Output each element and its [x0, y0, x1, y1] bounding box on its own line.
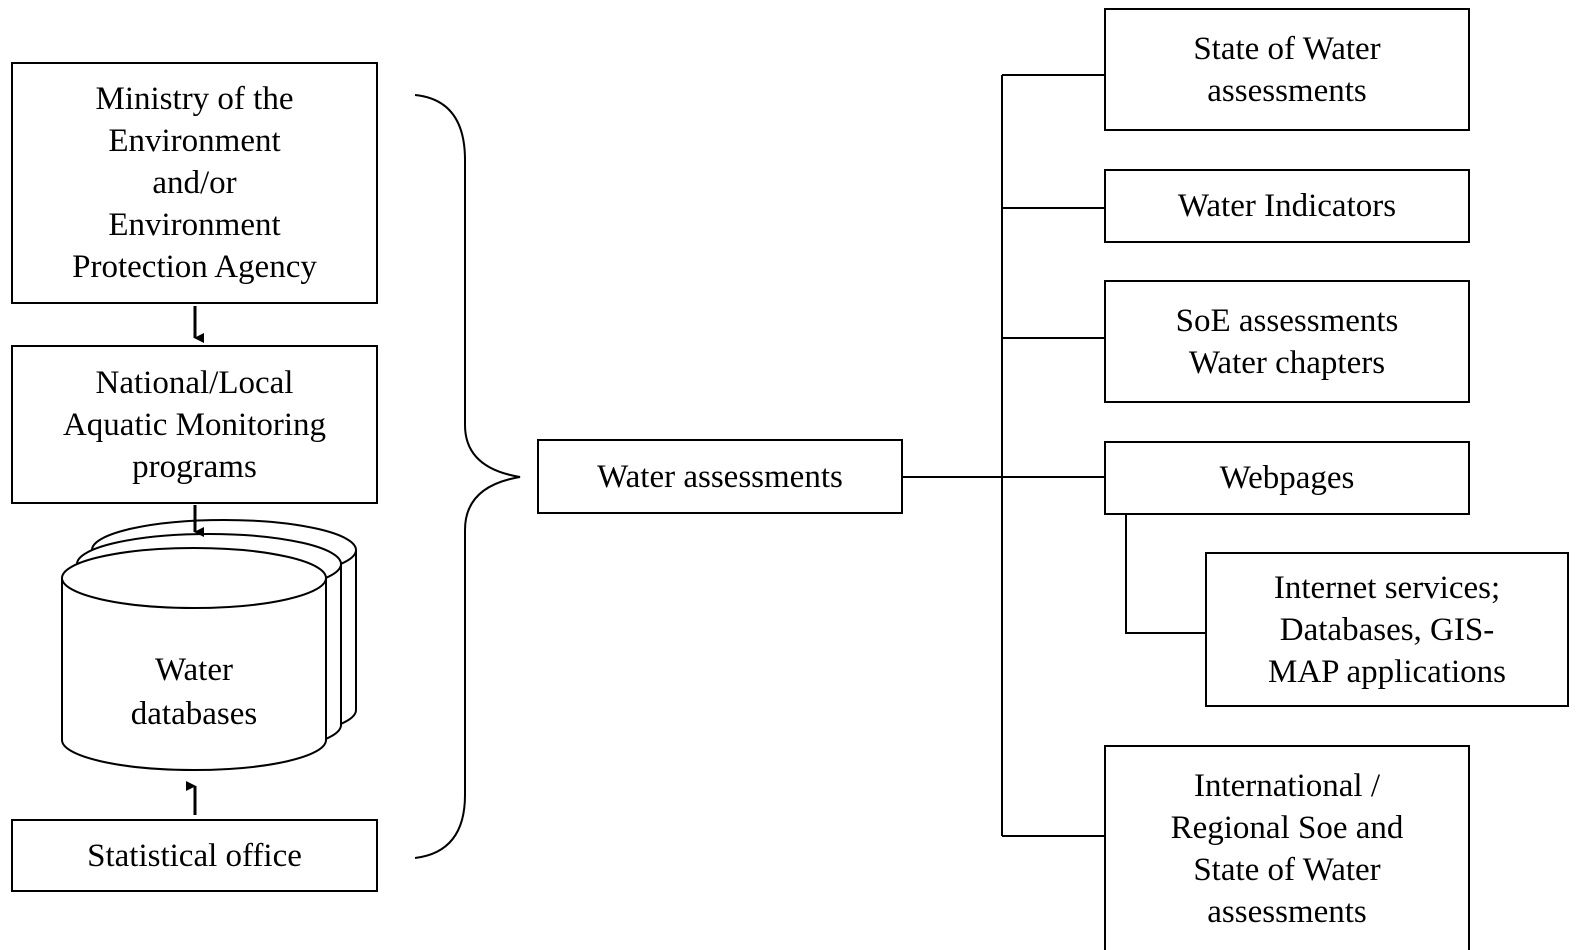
webpages-label: Webpages — [1219, 460, 1355, 496]
ministry-line-2: Environment — [108, 123, 281, 159]
monitoring-line-2: Aquatic Monitoring — [62, 406, 327, 443]
soe-assessments-box: SoE assessments Water chapters — [1104, 280, 1470, 403]
international-line-4: assessments — [1207, 893, 1367, 930]
international-line-1: International / — [1193, 767, 1380, 804]
internet-services-line-1: Internet services; — [1273, 569, 1501, 606]
internet-services-line-3: MAP applications — [1267, 653, 1506, 690]
water-indicators-box: Water Indicators — [1104, 169, 1470, 243]
databases-line-2: databases — [130, 696, 258, 732]
soe-line-1: SoE assessments — [1175, 302, 1399, 339]
webpages-box: Webpages — [1104, 441, 1470, 515]
soe-line-2: Water chapters — [1188, 344, 1386, 381]
international-assessments-box: International / Regional Soe and State o… — [1104, 745, 1470, 950]
ministry-box: Ministry of the Environment and/or Envir… — [11, 62, 378, 304]
monitoring-line-3: programs — [132, 448, 257, 485]
international-line-3: State of Water — [1193, 851, 1381, 888]
water-databases-cylinder-stack — [61, 519, 357, 771]
monitoring-line-1: National/Local — [95, 364, 294, 401]
internet-services-box: Internet services; Databases, GIS- MAP a… — [1205, 552, 1569, 707]
internet-services-line-2: Databases, GIS- — [1279, 611, 1495, 648]
water-databases-label: Water databases — [62, 648, 326, 736]
international-line-2: Regional Soe and — [1170, 809, 1404, 846]
ministry-line-4: Environment — [108, 207, 281, 243]
hub-label: Water assessments — [597, 458, 843, 495]
ministry-line-3: and/or — [152, 165, 237, 201]
statistical-office-label: Statistical office — [87, 837, 302, 874]
state-of-water-line-2: assessments — [1207, 72, 1367, 109]
state-of-water-box: State of Water assessments — [1104, 8, 1470, 131]
monitoring-programs-box: National/Local Aquatic Monitoring progra… — [11, 345, 378, 504]
grouping-brace — [414, 94, 521, 859]
databases-line-1: Water — [155, 652, 233, 688]
ministry-line-1: Ministry of the — [95, 81, 294, 117]
connector-webpages-to-internet-services — [1125, 514, 1206, 634]
statistical-office-box: Statistical office — [11, 819, 378, 892]
database-cylinder-front — [61, 547, 327, 771]
water-indicators-label: Water Indicators — [1177, 188, 1397, 224]
water-assessments-hub-box: Water assessments — [537, 439, 903, 514]
ministry-line-5: Protection Agency — [72, 249, 317, 285]
state-of-water-line-1: State of Water — [1193, 30, 1381, 67]
